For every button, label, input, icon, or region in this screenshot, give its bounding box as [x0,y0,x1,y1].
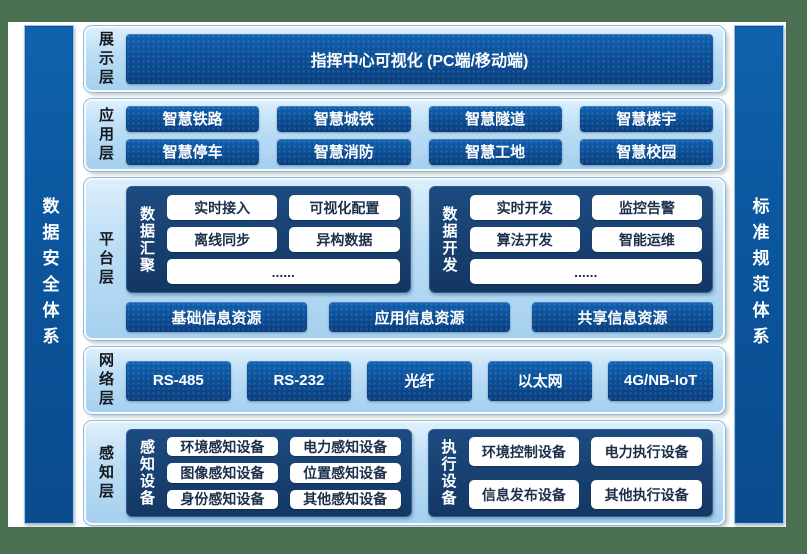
execution-devices-grid: 环境控制设备 电力执行设备 信息发布设备 其他执行设备 [468,437,702,509]
application-content: 智慧铁路 智慧城铁 智慧隧道 智慧楼宇 智慧停车 智慧消防 智慧工地 智慧校园 [126,105,713,165]
box-command-center-visualization: 指挥中心可视化 (PC端/移动端) [126,34,713,84]
layers-column: 展示层 指挥中心可视化 (PC端/移动端) 应用层 智慧铁路 智慧城铁 智慧隧道… [74,22,734,527]
platform-content: 数据汇聚 实时接入 可视化配置 离线同步 异构数据 ...... 数据开发 实时… [126,186,713,332]
pillar-data-security: 数据安全体系 [24,25,74,524]
layer-label-perception: 感知层 [97,444,114,502]
platform-resources-row: 基础信息资源 应用信息资源 共享信息资源 [126,302,713,332]
layer-label-network: 网络层 [97,352,114,409]
box-smart-construction-site: 智慧工地 [428,138,562,165]
perception-content: 感知设备 环境感知设备 电力感知设备 图像感知设备 位置感知设备 身份感知设备 … [126,429,713,517]
box-basic-info-resources: 基础信息资源 [126,302,307,332]
group-label-data-aggregation: 数据汇聚 [138,205,155,274]
platform-groups-row: 数据汇聚 实时接入 可视化配置 离线同步 异构数据 ...... 数据开发 实时… [126,186,713,293]
box-rs232: RS-232 [246,360,352,401]
box-smart-parking: 智慧停车 [126,138,260,165]
page-background: 数据安全体系 展示层 指挥中心可视化 (PC端/移动端) 应用层 智慧铁路 智慧… [8,22,786,527]
box-environment-control-device: 环境控制设备 [468,437,580,466]
layer-panel-perception: 感知层 感知设备 环境感知设备 电力感知设备 图像感知设备 位置感知设备 身份感… [84,421,725,525]
group-label-sensing-devices: 感知设备 [138,439,155,507]
box-smart-campus: 智慧校园 [579,138,713,165]
box-offline-sync: 离线同步 [167,227,278,252]
box-smart-building: 智慧楼宇 [579,105,713,132]
box-identity-sensing-device: 身份感知设备 [167,489,278,509]
box-smart-metro: 智慧城铁 [277,105,411,132]
box-info-publishing-device: 信息发布设备 [468,480,580,509]
layer-label-presentation: 展示层 [97,30,114,88]
box-power-sensing-device: 电力感知设备 [289,437,401,457]
layer-panel-presentation: 展示层 指挥中心可视化 (PC端/移动端) [84,26,725,92]
pillar-data-security-label: 数据安全体系 [39,196,59,353]
layer-panel-network: 网络层 RS-485 RS-232 光纤 以太网 4G/NB-IoT [84,347,725,414]
box-ethernet: 以太网 [487,360,593,401]
box-application-info-resources: 应用信息资源 [329,302,510,332]
box-smart-tunnel: 智慧隧道 [428,105,562,132]
box-intelligent-operations: 智能运维 [591,227,702,252]
box-power-execution-device: 电力执行设备 [591,437,702,466]
box-rs485: RS-485 [126,360,231,401]
group-label-execution-devices: 执行设备 [439,439,457,507]
layer-panel-application: 应用层 智慧铁路 智慧城铁 智慧隧道 智慧楼宇 智慧停车 智慧消防 智慧工地 智… [84,99,725,171]
box-realtime-development: 实时开发 [469,195,580,220]
data-development-grid: 实时开发 监控告警 算法开发 智能运维 ...... [469,195,702,284]
presentation-content: 指挥中心可视化 (PC端/移动端) [126,34,713,84]
box-image-sensing-device: 图像感知设备 [167,463,278,483]
box-monitoring-alert: 监控告警 [591,195,702,220]
data-aggregation-grid: 实时接入 可视化配置 离线同步 异构数据 ...... [167,195,400,284]
box-optical-fiber: 光纤 [367,360,472,401]
box-visual-configuration: 可视化配置 [289,195,400,220]
box-other-sensing-device: 其他感知设备 [289,489,401,509]
pillar-standard-specification-label: 标准规范体系 [749,196,769,353]
box-shared-info-resources: 共享信息资源 [532,302,713,332]
box-environment-sensing-device: 环境感知设备 [167,437,278,457]
box-smart-railway: 智慧铁路 [126,105,260,132]
box-location-sensing-device: 位置感知设备 [289,463,401,483]
box-development-ellipsis: ...... [469,259,702,284]
pillar-standard-specification: 标准规范体系 [734,25,784,524]
layer-label-platform: 平台层 [97,230,114,288]
sensing-devices-grid: 环境感知设备 电力感知设备 图像感知设备 位置感知设备 身份感知设备 其他感知设… [167,437,401,509]
network-content: RS-485 RS-232 光纤 以太网 4G/NB-IoT [126,355,713,406]
group-label-data-development: 数据开发 [440,205,458,274]
box-heterogeneous-data: 异构数据 [289,227,400,252]
box-aggregation-ellipsis: ...... [167,259,400,284]
layer-panel-platform: 平台层 数据汇聚 实时接入 可视化配置 离线同步 异构数据 ...... [84,178,725,340]
layer-label-application: 应用层 [97,106,114,164]
group-data-development: 数据开发 实时开发 监控告警 算法开发 智能运维 ...... [428,186,713,293]
box-algorithm-development: 算法开发 [469,227,580,252]
group-execution-devices: 执行设备 环境控制设备 电力执行设备 信息发布设备 其他执行设备 [427,429,713,517]
box-4g-nb-iot: 4G/NB-IoT [608,360,713,401]
box-other-execution-device: 其他执行设备 [591,480,702,509]
box-realtime-access: 实时接入 [167,195,278,220]
group-sensing-devices: 感知设备 环境感知设备 电力感知设备 图像感知设备 位置感知设备 身份感知设备 … [126,429,412,517]
group-data-aggregation: 数据汇聚 实时接入 可视化配置 离线同步 异构数据 ...... [126,186,411,293]
box-smart-firefighting: 智慧消防 [277,138,411,165]
